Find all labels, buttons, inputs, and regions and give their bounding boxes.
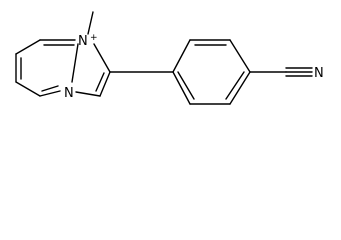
double-bond [95, 72, 105, 92]
atom-label-n-imidazolium: N [78, 34, 88, 49]
bond [99, 71, 111, 97]
bond [39, 90, 61, 97]
bond [172, 71, 191, 105]
pyridine-ring [15, 39, 79, 97]
atom-label-n-bridgehead: N [64, 86, 74, 101]
bond [15, 81, 41, 97]
bond [75, 91, 101, 97]
chemical-structure: N + N N [15, 11, 324, 105]
imidazolium-ring [75, 43, 111, 97]
bond [71, 43, 79, 83]
bond [172, 39, 191, 73]
benzene-ring [172, 39, 251, 105]
double-bond [225, 71, 245, 100]
double-bond [177, 71, 195, 100]
bond [229, 39, 251, 73]
charge-label: + [90, 33, 98, 43]
bond [229, 71, 251, 105]
atom-label-n-nitrile: N [314, 66, 324, 81]
bond [93, 43, 111, 73]
double-bond [41, 85, 59, 92]
bond [15, 39, 41, 55]
methyl-bond [87, 11, 94, 35]
